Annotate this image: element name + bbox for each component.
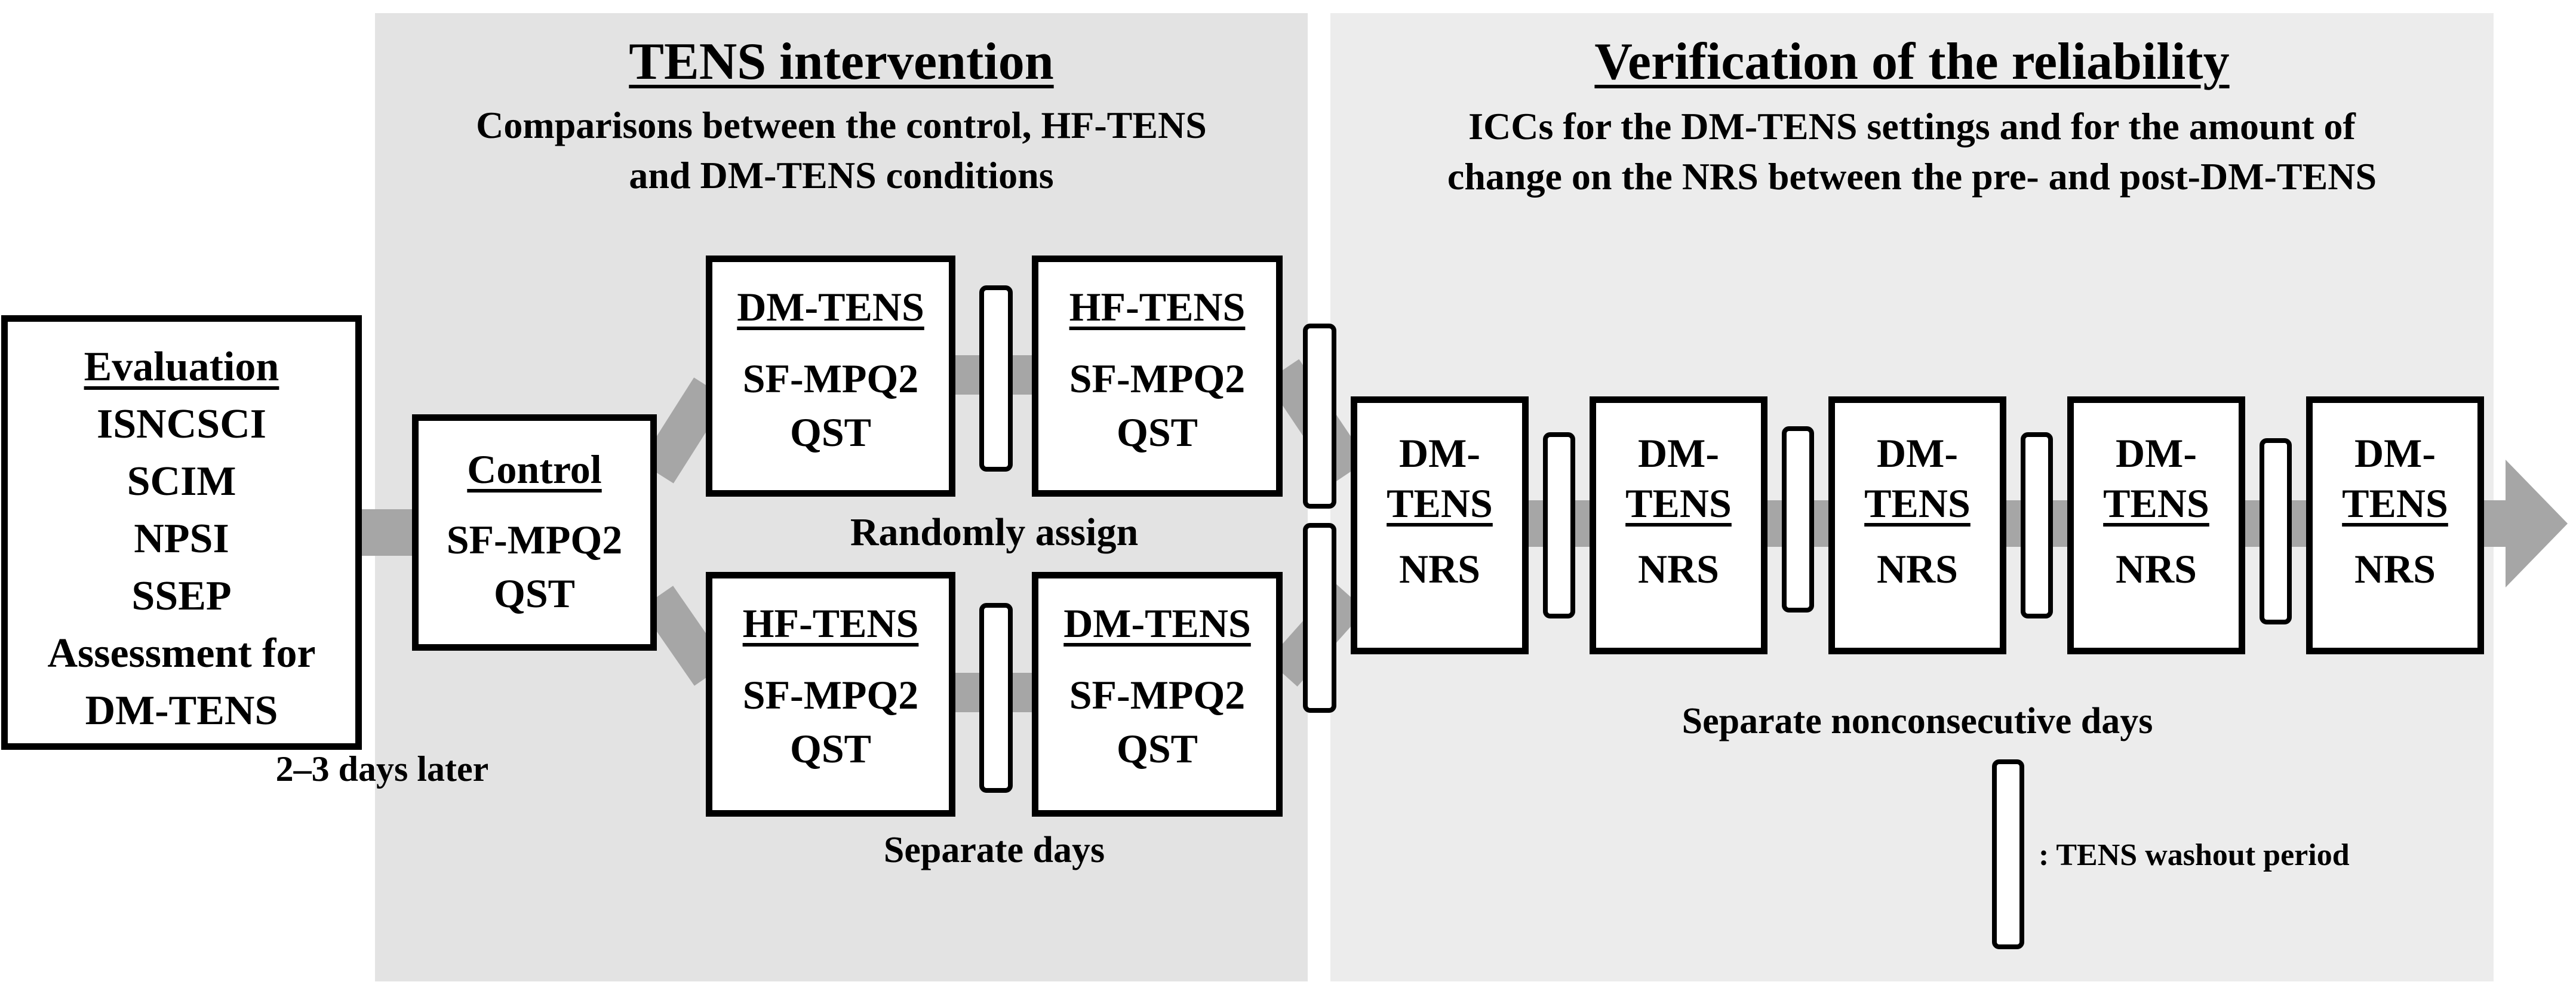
session-1-value: NRS (1398, 546, 1481, 592)
bottom-second-condition-qst: QST (1116, 726, 1198, 771)
control-heading: Control (467, 447, 602, 492)
washout-marker-session-1 (1543, 432, 1575, 618)
session-box-4: DM- TENS NRS (2067, 396, 2245, 654)
session-4-heading-line-1: DM- (2116, 430, 2197, 476)
top-second-condition-sf-mpq2: SF-MPQ2 (1069, 356, 1246, 401)
bottom-second-condition-box: DM-TENS SF-MPQ2 QST (1032, 572, 1283, 817)
bottom-first-condition-qst: QST (789, 726, 872, 771)
evaluation-item-isncsci: ISNCSCI (97, 401, 266, 447)
washout-marker-session-2 (1782, 426, 1814, 613)
top-first-condition-heading: DM-TENS (737, 284, 924, 330)
bottom-first-condition-box: HF-TENS SF-MPQ2 QST (706, 572, 955, 817)
top-first-condition-qst: QST (789, 410, 872, 455)
evaluation-item-ssep: SSEP (131, 573, 232, 619)
separate-days-label: Separate days (883, 830, 1105, 870)
session-5-value: NRS (2354, 546, 2436, 592)
top-second-condition-qst: QST (1116, 410, 1198, 455)
bottom-first-condition-heading: HF-TENS (742, 601, 919, 646)
session-box-2: DM- TENS NRS (1590, 396, 1767, 654)
session-4-value: NRS (2115, 546, 2197, 592)
interval-label: 2–3 days later (275, 749, 489, 789)
session-5-heading-line-1: DM- (2354, 430, 2436, 476)
washout-marker-junction-bottom (1303, 523, 1336, 713)
session-5-heading-line-2: TENS (2342, 481, 2448, 526)
arrow-head (2506, 460, 2568, 587)
washout-marker-session-4 (2260, 438, 2292, 624)
tens-panel-subtitle-line-2: and DM-TENS conditions (629, 154, 1054, 196)
top-second-condition-box: HF-TENS SF-MPQ2 QST (1032, 256, 1283, 497)
session-2-value: NRS (1637, 546, 1720, 592)
control-line-sf-mpq2: SF-MPQ2 (446, 517, 623, 562)
arrow-control-to-bottom (640, 586, 727, 686)
washout-marker-session-3 (2021, 432, 2053, 618)
session-3-heading-line-1: DM- (1877, 430, 1958, 476)
top-second-condition-heading: HF-TENS (1069, 284, 1246, 330)
arrow-control-to-top (640, 377, 727, 484)
session-3-value: NRS (1876, 546, 1959, 592)
reliability-panel-subtitle-line-1: ICCs for the DM-TENS settings and for th… (1468, 105, 2356, 147)
washout-marker-bottom (979, 603, 1013, 793)
reliability-panel-subtitle-line-2: change on the NRS between the pre- and p… (1447, 155, 2377, 198)
session-2-heading-line-2: TENS (1625, 481, 1732, 526)
washout-legend-marker (1992, 759, 2024, 949)
top-first-condition-sf-mpq2: SF-MPQ2 (742, 356, 919, 401)
washout-marker-top (979, 285, 1013, 472)
bottom-second-condition-sf-mpq2: SF-MPQ2 (1069, 672, 1246, 718)
evaluation-item-npsi: NPSI (134, 516, 229, 562)
session-box-3: DM- TENS NRS (1828, 396, 2006, 654)
reliability-panel-subtitle: ICCs for the DM-TENS settings and for th… (1330, 101, 2494, 202)
evaluation-item-scim: SCIM (127, 458, 236, 504)
session-2-heading-line-1: DM- (1638, 430, 1719, 476)
session-box-5: DM- TENS NRS (2306, 396, 2484, 654)
session-3-heading-line-2: TENS (1864, 481, 1971, 526)
washout-marker-junction-top (1303, 324, 1336, 509)
bottom-second-condition-heading: DM-TENS (1063, 601, 1251, 646)
control-line-qst: QST (493, 571, 576, 616)
session-1-heading-line-1: DM- (1399, 430, 1480, 476)
evaluation-item-assessment: Assessment for (47, 630, 316, 676)
bottom-first-condition-sf-mpq2: SF-MPQ2 (742, 672, 919, 718)
tens-panel-title: TENS intervention (629, 33, 1054, 91)
evaluation-heading: Evaluation (84, 344, 279, 390)
nonconsecutive-days-label: Separate nonconsecutive days (1682, 701, 2153, 741)
tens-panel-subtitle: Comparisons between the control, HF-TENS… (375, 100, 1308, 201)
evaluation-item-dm-tens: DM-TENS (85, 688, 278, 734)
session-1-heading-line-2: TENS (1387, 481, 1493, 526)
reliability-panel-title: Verification of the reliability (1594, 33, 2230, 91)
session-4-heading-line-2: TENS (2103, 481, 2209, 526)
top-first-condition-box: DM-TENS SF-MPQ2 QST (706, 256, 955, 497)
session-box-1: DM- TENS NRS (1351, 396, 1529, 654)
tens-panel-subtitle-line-1: Comparisons between the control, HF-TENS (476, 104, 1207, 146)
random-assign-label: Randomly assign (850, 510, 1139, 554)
evaluation-box: Evaluation ISNCSCI SCIM NPSI SSEP Assess… (1, 315, 362, 750)
control-box: Control SF-MPQ2 QST (412, 414, 657, 651)
washout-legend-label: : TENS washout period (2039, 838, 2350, 872)
